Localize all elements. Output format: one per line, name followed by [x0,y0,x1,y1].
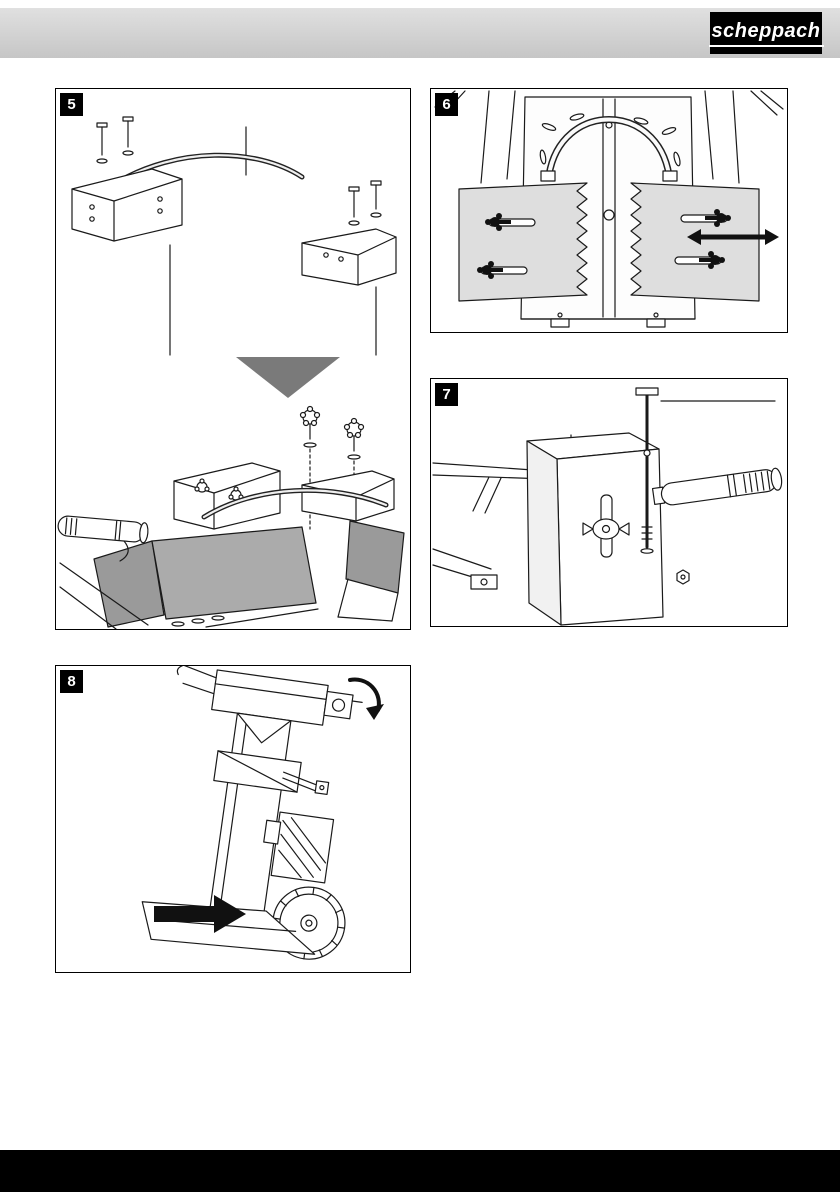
figure-panel-5: 5 [55,88,411,630]
left-right-double-arrow-icon [687,229,779,245]
figure-7-illustration [432,387,783,626]
brand-logo: scheppach [708,12,824,54]
figure-number-badge: 6 [435,93,458,116]
locking-rod [635,387,659,554]
star-knob-icon [343,417,365,460]
clamp-plate-drawing [434,90,784,328]
clamp-knob-icon [477,261,503,279]
figure-panel-7: 7 [430,378,788,627]
figure-number-badge: 5 [60,93,83,116]
down-triangle-arrow-icon [236,357,340,398]
clamp-knob-icon [705,209,731,227]
header-bar: scheppach [0,8,840,58]
screw-icon [96,116,134,164]
exploded-parts-drawing [57,116,405,629]
log-splitter-machine [141,666,363,960]
figure-8-illustration [141,666,384,960]
star-knob-icon [299,405,321,448]
rotate-clockwise-arrow-icon [348,677,384,720]
brand-logo-text: scheppach [708,20,824,47]
figure-number-badge: 7 [435,383,458,406]
machine-transport-drawing [141,666,384,960]
figure-5-illustration [57,116,405,629]
figure-number-badge: 8 [60,670,83,693]
solid-right-arrow-icon [154,895,246,933]
footer-bar [0,1150,840,1192]
figure-panel-6: 6 [430,88,788,333]
wing-knob-icon [582,518,630,540]
control-handle [651,467,783,506]
handle-detail-drawing [432,387,783,626]
screw-icon [348,180,382,226]
clamp-knob-icon [485,213,511,231]
figure-6-illustration [434,90,784,328]
clamp-knob-icon [699,251,725,269]
figure-panel-8: 8 [55,665,411,973]
handle-grip [57,515,149,544]
